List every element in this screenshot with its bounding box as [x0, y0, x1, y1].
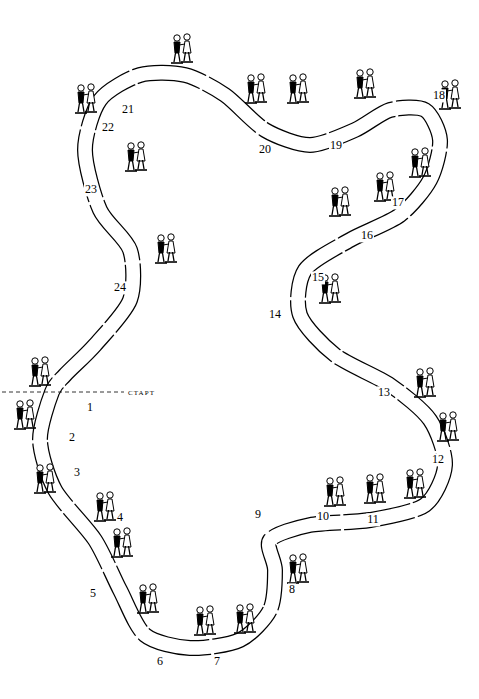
skating-couple — [194, 606, 216, 635]
skating-couple — [234, 604, 256, 633]
skating-couple — [171, 34, 193, 63]
callout-number: 8 — [288, 583, 296, 596]
callout-number: 1 — [86, 401, 94, 414]
track-outline — [40, 73, 445, 648]
skating-couple — [364, 474, 386, 503]
callout-number: 22 — [101, 121, 115, 134]
skating-couple — [354, 69, 376, 98]
callout-number: 17 — [391, 196, 405, 209]
skating-couple — [125, 142, 147, 171]
callout-number: 14 — [268, 308, 282, 321]
skater-figures — [14, 34, 461, 635]
callout-number: 23 — [84, 183, 98, 196]
callout-number: 2 — [68, 431, 76, 444]
skating-couple — [404, 469, 426, 498]
skating-track — [40, 73, 445, 648]
skating-couple — [324, 477, 346, 506]
callout-number: 9 — [254, 508, 262, 521]
callout-number: 12 — [431, 453, 445, 466]
callout-number: 24 — [113, 281, 127, 294]
skating-couple — [14, 400, 36, 429]
track-gaps — [40, 73, 445, 648]
callout-number: 20 — [258, 143, 272, 156]
skating-couple — [287, 554, 309, 583]
skating-couple — [409, 148, 431, 177]
skating-couple — [287, 74, 309, 103]
skating-couple — [75, 84, 97, 113]
start-label: СТАРТ — [127, 390, 156, 398]
start-line — [2, 392, 124, 393]
track-inner — [40, 73, 445, 648]
skating-couple — [111, 528, 133, 557]
skating-couple — [245, 74, 267, 103]
skating-couple — [329, 187, 351, 216]
callout-number: 13 — [377, 386, 391, 399]
callout-number: 16 — [360, 229, 374, 242]
callout-number: 11 — [366, 513, 380, 526]
callout-number: 3 — [73, 466, 81, 479]
callout-number: 18 — [432, 89, 446, 102]
skating-couple — [414, 368, 436, 397]
callout-number: 21 — [121, 103, 135, 116]
callout-number: 5 — [89, 587, 97, 600]
callout-number: 6 — [156, 655, 164, 668]
callout-number: 4 — [116, 511, 124, 524]
skating-couple — [34, 464, 56, 493]
callout-number: 15 — [311, 271, 325, 284]
skating-couple — [137, 584, 159, 613]
skating-couple — [155, 234, 177, 263]
skating-couple — [437, 412, 459, 441]
callout-number: 10 — [316, 510, 330, 523]
skating-couple — [94, 492, 116, 521]
callout-number: 19 — [329, 139, 343, 152]
callout-number: 7 — [213, 655, 221, 668]
skating-couple — [29, 357, 51, 386]
